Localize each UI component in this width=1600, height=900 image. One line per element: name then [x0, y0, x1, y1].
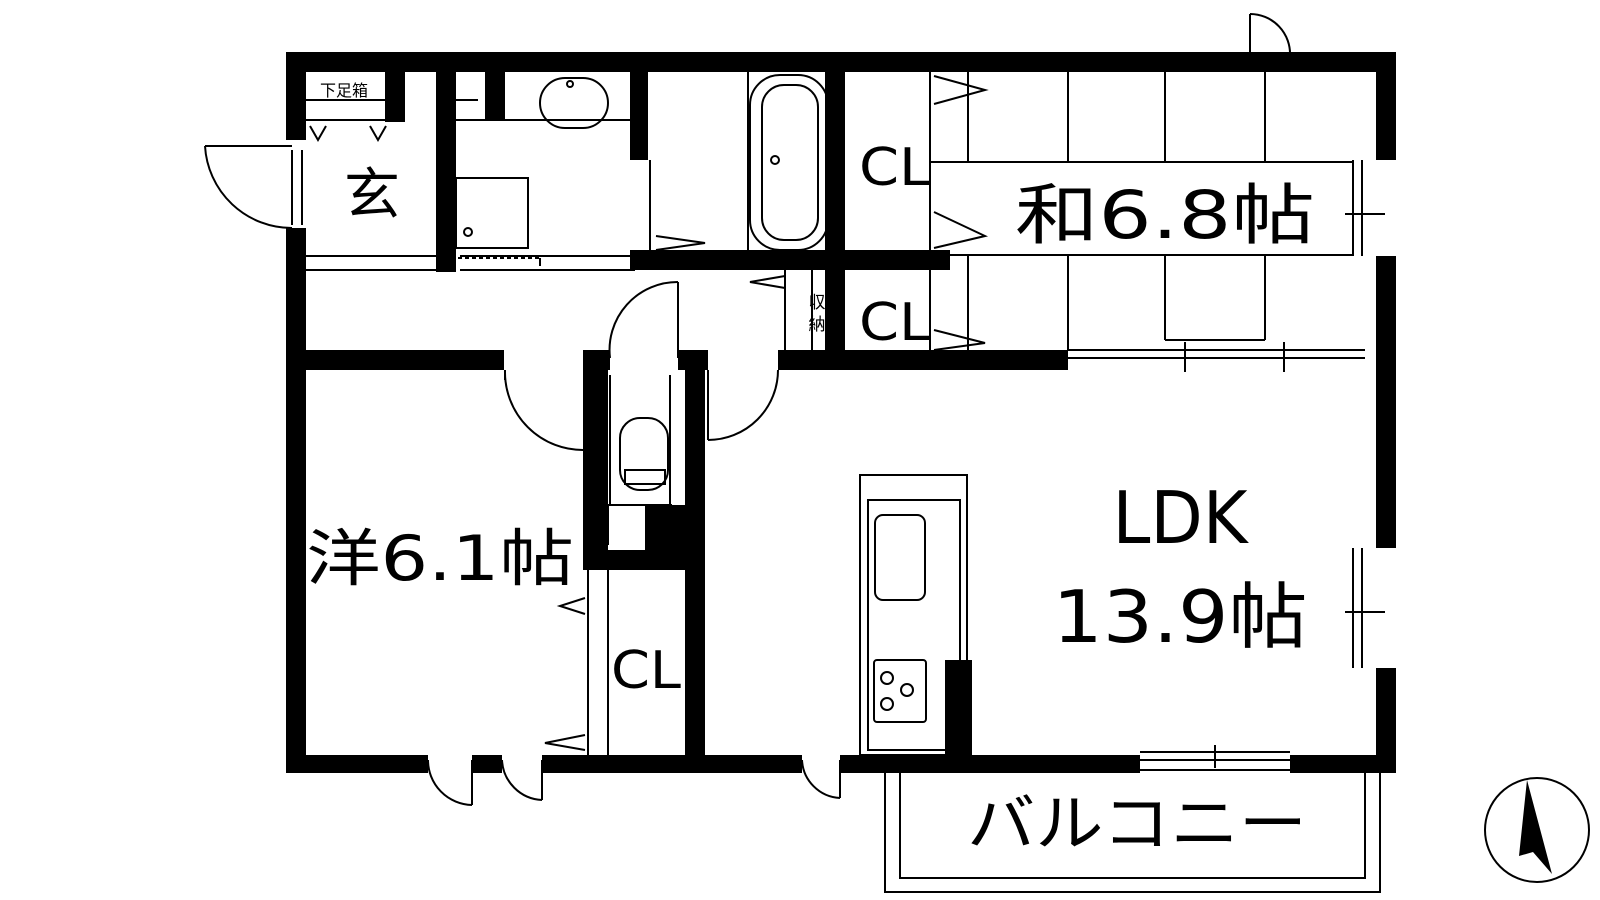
balcony-label: バルコニー — [967, 787, 1307, 860]
youshitsu-label: 洋6.1帖 — [306, 522, 574, 595]
ldk-size-label: 13.9帖 — [1053, 575, 1308, 659]
washitsu-label: 和6.8帖 — [1015, 177, 1315, 254]
north-arrow-icon — [1484, 777, 1590, 883]
closet-mid-label: CL — [859, 293, 931, 353]
storage-label-1: 収 — [809, 293, 826, 313]
storage-label-2: 納 — [809, 315, 826, 335]
closet-top-label: CL — [859, 138, 931, 198]
doors — [204, 12, 1292, 806]
ldk-name-label: LDK — [1113, 476, 1250, 560]
genkan-label: 玄 — [344, 163, 400, 228]
closet-bottom-label: CL — [611, 641, 681, 701]
shoe-cabinet-label: 下足箱 — [320, 81, 368, 100]
walls — [286, 52, 1396, 773]
room-labels: 下足箱 玄 CL CL 収 納 和6.8帖 洋6.1帖 CL LDK 13.9帖… — [306, 81, 1315, 860]
